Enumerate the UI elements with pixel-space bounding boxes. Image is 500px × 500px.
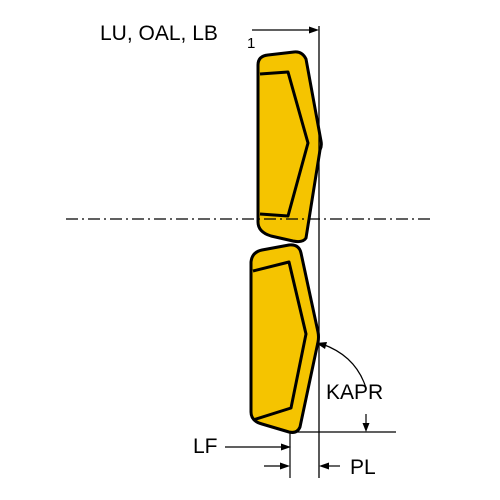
upper-insert [256, 50, 323, 244]
kapr-label: KAPR [326, 381, 383, 404]
upper-insert-rake-face [259, 70, 310, 218]
lower-insert [249, 243, 320, 434]
lf-label: LF [193, 435, 218, 458]
lf-arrowhead [281, 443, 291, 451]
upper-insert-body [256, 50, 323, 244]
pl-left-arrowhead [280, 462, 290, 470]
kapr-arrowhead [316, 342, 327, 349]
top-dimensions-label: LU, OAL, LB [100, 22, 218, 45]
pl-right-arrowhead [319, 462, 329, 470]
top-dimension-arrowhead [309, 26, 319, 34]
top-dimensions-subscript: 1 [247, 35, 255, 52]
kapr-arc [321, 343, 367, 389]
tip-arrowhead [362, 423, 370, 432]
lower-insert-rake-face [252, 260, 308, 422]
lower-insert-body [249, 243, 320, 434]
pl-label: PL [350, 456, 376, 479]
